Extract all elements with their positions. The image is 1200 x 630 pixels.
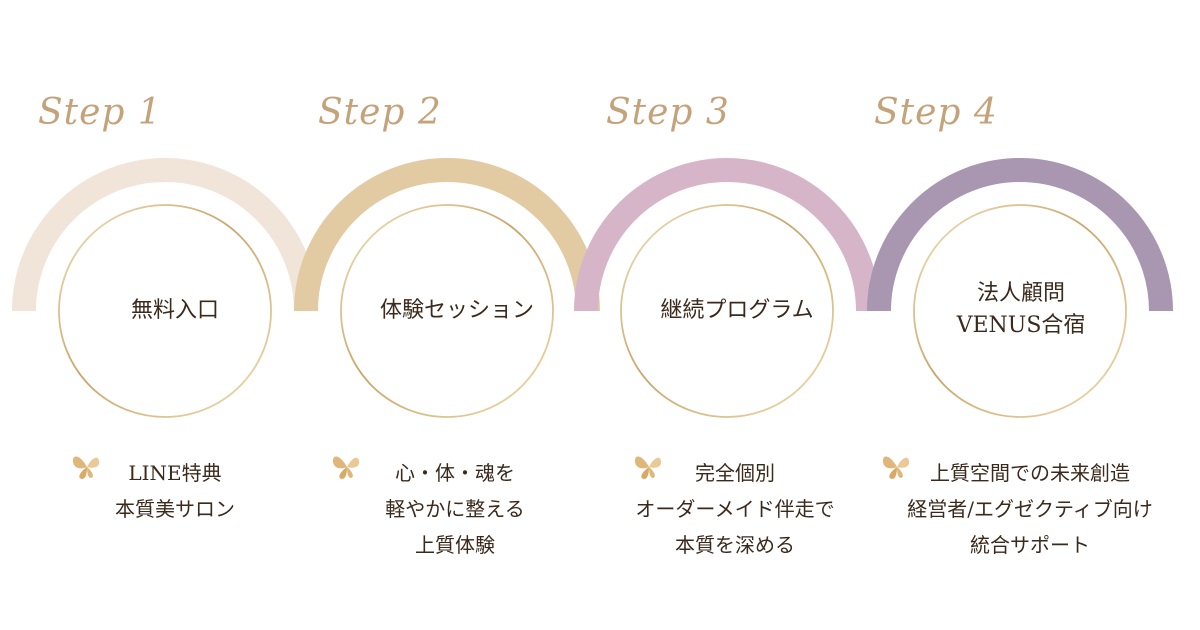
ring-step-2	[340, 204, 554, 418]
arc-step-4	[867, 158, 1173, 312]
ring-step-3	[620, 204, 834, 418]
step-4-desc-line-3: 統合サポート	[970, 533, 1090, 557]
butterfly-icon	[634, 456, 662, 479]
butterfly-icon	[882, 456, 910, 479]
step-2-description: 心・体・魂を 軽やかに整える 上質体験	[305, 455, 605, 563]
step-4-desc-line-2: 経営者/エグゼクティブ向け	[907, 497, 1153, 521]
step-4-label: Step 4	[874, 92, 998, 133]
step-1-title: 無料入口	[75, 295, 275, 327]
step-2-label: Step 2	[318, 92, 442, 133]
step-3-title: 継続プログラム	[637, 295, 837, 327]
step-2-desc-line-1: 心・体・魂を	[395, 461, 515, 485]
step-3-description: 完全個別 オーダーメイド伴走で 本質を深める	[585, 455, 885, 563]
step-1-desc-line-2: 本質美サロン	[115, 497, 235, 521]
step-3-label: Step 3	[606, 92, 730, 133]
step-1-label: Step 1	[38, 92, 162, 133]
step-4-title-line-2: VENUS合宿	[956, 313, 1086, 338]
ring-step-4	[913, 204, 1127, 418]
ring-step-1	[58, 204, 272, 418]
step-4-description: 上質空間での未来創造 経営者/エグゼクティブ向け 統合サポート	[880, 455, 1180, 563]
butterfly-icon	[332, 456, 360, 479]
arc-step-3	[574, 158, 880, 312]
step-3-desc-line-1: 完全個別	[695, 461, 775, 485]
step-2-desc-line-2: 軽やかに整える	[385, 497, 525, 521]
step-1-description: LINE特典 本質美サロン	[25, 455, 325, 527]
step-4-title-line-1: 法人顧問	[976, 281, 1065, 306]
step-1-title-line: 無料入口	[130, 298, 219, 323]
step-2-desc-line-3: 上質体験	[415, 533, 495, 557]
step-3-desc-line-2: オーダーメイド伴走で	[635, 497, 835, 521]
step-2-title: 体験セッション	[357, 295, 557, 327]
arc-step-1	[12, 158, 318, 312]
step-4-desc-line-1: 上質空間での未来創造	[930, 461, 1130, 485]
step-2-title-line: 体験セッション	[379, 298, 534, 323]
step-3-desc-line-3: 本質を深める	[675, 533, 795, 557]
step-4-title: 法人顧問 VENUS合宿	[921, 278, 1121, 342]
step-3-title-line: 継続プログラム	[660, 298, 814, 323]
butterfly-icon	[72, 456, 100, 479]
arc-step-2	[294, 158, 600, 312]
step-1-desc-line-1: LINE特典	[128, 461, 222, 485]
